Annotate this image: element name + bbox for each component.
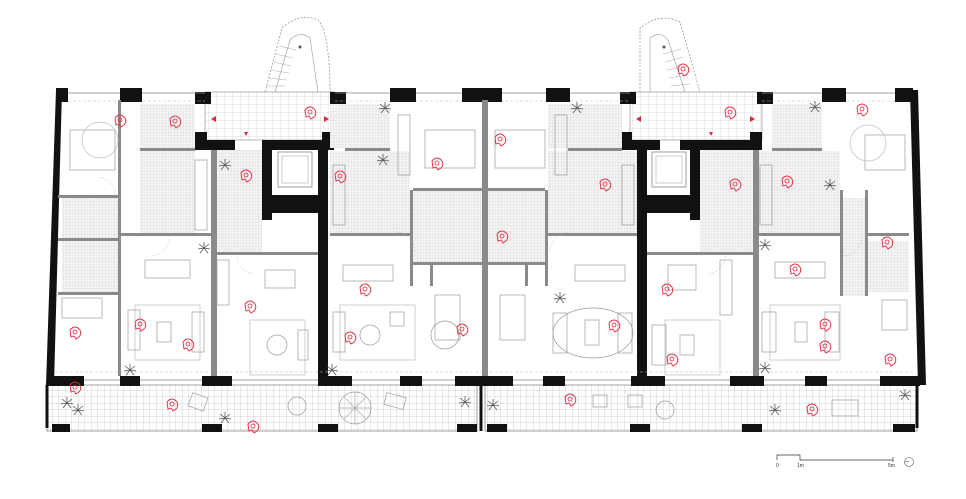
bed — [424, 129, 476, 169]
dining-table — [574, 264, 626, 282]
entry-arrow-icon — [750, 116, 755, 122]
bed — [864, 134, 906, 171]
bed — [434, 294, 461, 341]
furniture — [61, 114, 908, 425]
sofa — [191, 311, 205, 353]
sofa — [617, 312, 633, 354]
sofa — [824, 311, 840, 353]
building-envelope — [46, 88, 926, 386]
north-arrow-icon — [904, 457, 914, 467]
sofa — [297, 329, 309, 361]
bed — [69, 129, 116, 171]
entry-arrow-icon — [211, 116, 216, 122]
dining-table — [144, 259, 191, 279]
entry-arrow-icon — [324, 116, 329, 122]
dining-table — [342, 264, 394, 282]
scale-bar: 0 1m 5m — [776, 454, 914, 469]
balcony-table — [287, 396, 307, 416]
sofa — [761, 311, 777, 353]
scale-tick-5m: 5m — [888, 463, 895, 469]
sofa — [552, 312, 568, 354]
bed — [494, 129, 546, 169]
sofa — [651, 324, 667, 366]
scale-tick-1m: 1m — [797, 463, 804, 469]
scale-tick-0: 0 — [776, 463, 779, 469]
sofa — [127, 309, 141, 351]
tiled-areas — [62, 104, 909, 296]
dining-table — [774, 261, 826, 279]
entry-arrow-icon — [709, 132, 713, 136]
balcony-table — [655, 400, 675, 420]
balcony — [45, 384, 919, 432]
dining-table — [264, 269, 296, 289]
bed — [499, 294, 526, 341]
sofa — [332, 311, 346, 353]
dining-table — [667, 264, 697, 291]
entry-arrow-icon — [244, 132, 248, 136]
stair-core-right — [620, 17, 773, 380]
balcony-table — [831, 399, 859, 417]
door-swings — [96, 176, 863, 275]
entry-arrow-icon — [636, 116, 641, 122]
